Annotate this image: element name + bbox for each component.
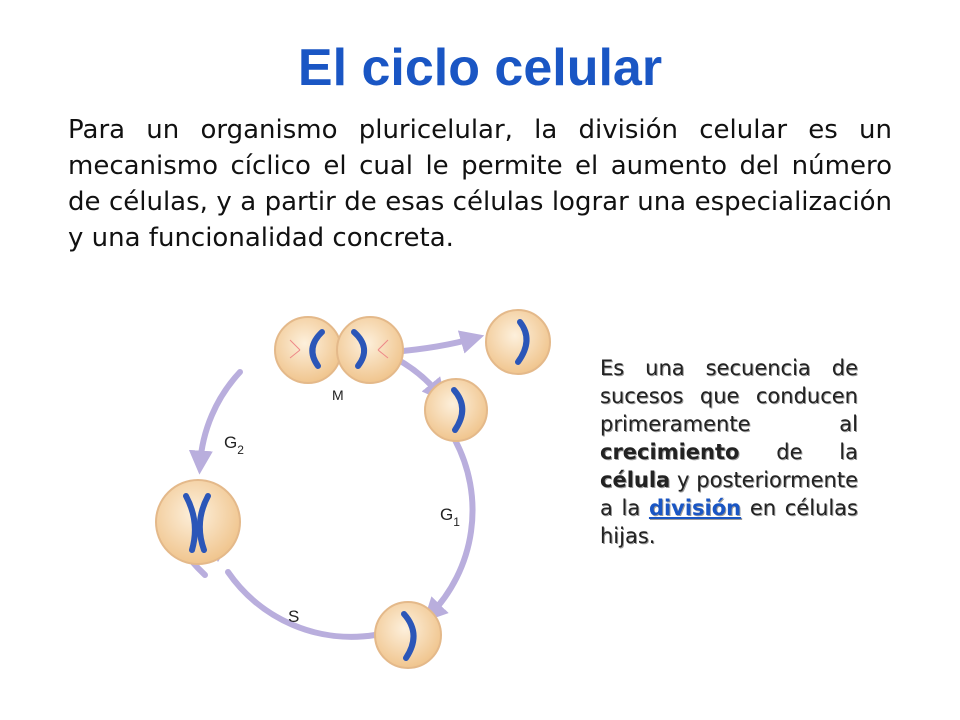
- daughter-cell-exit: [485, 309, 551, 375]
- label-g2: G2: [224, 433, 244, 457]
- note-emphasis-celula: célula: [600, 468, 671, 492]
- label-s: S: [288, 607, 299, 626]
- arc-g2: [188, 369, 243, 475]
- chromosome: [515, 319, 530, 365]
- cycle-ring: [177, 330, 485, 640]
- chromosome: [196, 493, 211, 553]
- chromosome: [401, 611, 417, 661]
- chromosome: [351, 329, 367, 369]
- arc-g1: [423, 437, 476, 622]
- cell-s: [374, 601, 442, 669]
- cell-g2: [155, 479, 241, 565]
- chromosome: [451, 387, 466, 433]
- note-text-1: Es una secuencia de sucesos que conducen…: [600, 356, 858, 436]
- intro-paragraph: Para un organismo pluricelular, la divis…: [68, 115, 892, 253]
- cell-cycle-diagram: M G2 G1 S: [155, 309, 551, 669]
- label-g1: G1: [440, 505, 460, 529]
- note-text-2: de la: [739, 440, 858, 464]
- dividing-cell: [274, 316, 404, 384]
- page-title: El ciclo celular: [297, 39, 663, 97]
- arc-s: [225, 569, 378, 640]
- cell-g1-early: [424, 378, 488, 442]
- definition-note: Es una secuencia de sucesos que conducen…: [600, 354, 858, 550]
- exit-arrow: [389, 330, 485, 355]
- chromosome: [309, 329, 325, 369]
- division-link[interactable]: división: [648, 496, 742, 520]
- label-m: M: [332, 387, 344, 403]
- note-emphasis-crecimiento: crecimiento: [600, 440, 740, 464]
- note-text-4: en células hijas.: [600, 496, 858, 548]
- chromosome: [183, 493, 198, 553]
- note-text-3: y posteriormente a la: [600, 468, 858, 520]
